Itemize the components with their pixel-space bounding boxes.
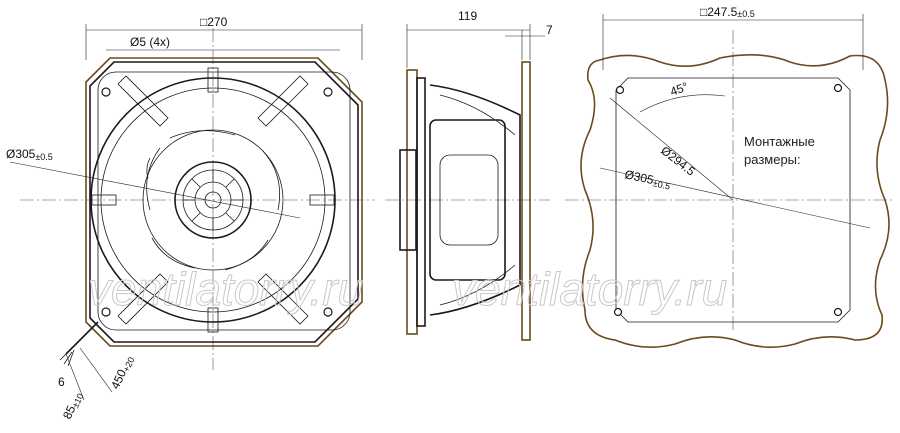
front-housing-flange: [85, 57, 363, 347]
front-cable: [65, 321, 99, 355]
dim-depth-119: 119: [458, 9, 477, 23]
mount-cutout-outline: [580, 54, 890, 348]
front-impeller-ring: [142, 129, 284, 271]
front-mount-hole-br: [323, 307, 333, 317]
mount-hole-br: [833, 307, 843, 317]
front-mount-hole-tr: [323, 87, 333, 97]
mount-angle: 45°: [668, 79, 690, 98]
watermark-right: ventilatorry.ru: [452, 263, 727, 315]
side-impeller-profile: [429, 84, 521, 316]
mount-angle-arc: [639, 94, 726, 113]
dim-cable-6: 6: [58, 375, 65, 389]
side-impeller-blades: [439, 94, 516, 306]
front-struts: [91, 67, 335, 333]
front-ring-inner: [100, 87, 326, 313]
mount-diameter-305: Ø305±0.5: [623, 167, 672, 191]
front-view: □270 Ø5 (4x) Ø305±0.5 6 85±10 450+20: [6, 15, 375, 422]
side-motor-can: [439, 154, 499, 246]
watermark-left: ventilatorry.ru: [88, 263, 363, 315]
front-housing-outline: [89, 61, 359, 343]
front-cable-wires: [59, 349, 75, 367]
front-ring-outer: [90, 77, 336, 323]
side-motor-body: [429, 119, 506, 281]
dim-flange-7: 7: [546, 23, 553, 37]
dim-cable-6-line: [65, 353, 85, 401]
mount-hole-tr: [833, 83, 843, 93]
side-left-plate-inner: [416, 77, 426, 327]
front-mount-hole-bl: [101, 307, 111, 317]
mount-caption-line2: размеры:: [744, 152, 801, 167]
mount-hole-bl: [613, 307, 623, 317]
front-motor-hub: [204, 191, 222, 209]
mount-square: [615, 77, 851, 323]
dim-square-270: □270: [200, 15, 228, 29]
dim-cable-85: 85±10: [60, 390, 86, 422]
dim-305-line: [9, 161, 301, 219]
dim-cable-450-line: [79, 347, 113, 393]
dim-305b-line: [599, 167, 871, 229]
side-motor-box: [399, 149, 417, 251]
front-blades: [146, 130, 281, 271]
dim-holes: Ø5 (4x): [130, 35, 170, 49]
front-motor-outer: [174, 161, 252, 239]
dim-294-line: [609, 97, 734, 201]
mount-caption-line1: Монтажные: [744, 134, 815, 149]
dim-square-247: □247.5±0.5: [700, 5, 755, 19]
mount-hole-tl: [615, 85, 625, 95]
dim-cable-450: 450+20: [108, 353, 137, 391]
front-mount-hole-tl: [101, 87, 111, 97]
dim-diameter-305: Ø305±0.5: [6, 147, 53, 162]
front-motor-ribs: [183, 170, 243, 230]
side-view: 119 7: [385, 9, 553, 341]
side-right-flange: [521, 61, 531, 341]
front-inner-frame: [97, 71, 351, 331]
mount-bolt-circle: Ø294.5: [658, 143, 698, 178]
